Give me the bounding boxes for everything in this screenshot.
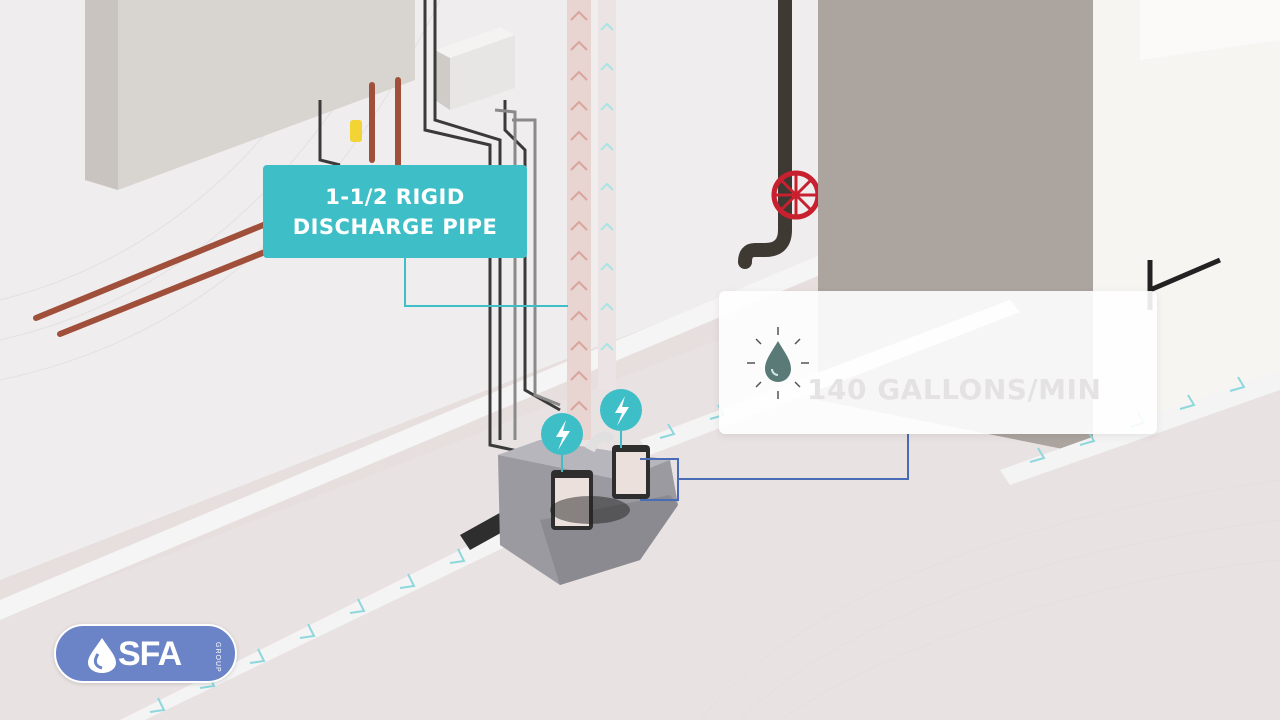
gas-pipe [738, 0, 792, 269]
discharge-pipe-callout: 1-1/2 RIGID DISCHARGE PIPE [263, 165, 527, 258]
grey-cables [494, 108, 561, 440]
sfa-group-logo: SFA GROUP [54, 624, 237, 683]
callout-line-1: 1-1/2 RIGID [325, 184, 465, 209]
yellow-fitting [350, 120, 362, 142]
vertical-vent-pipes [567, 0, 616, 440]
water-drop-icon [747, 327, 809, 399]
valve-wheel [771, 170, 821, 220]
logo-subtext: GROUP [214, 642, 221, 673]
sfa-drop-mark-icon [88, 638, 116, 673]
callout-line-2: DISCHARGE PIPE [292, 214, 498, 239]
callout-leader-blue [640, 434, 909, 501]
flow-rate-text: 140 GALLONS/MIN [807, 373, 1102, 406]
boiler-unit [85, 0, 415, 190]
logo-text: SFA [118, 635, 182, 673]
pump-unit [498, 431, 678, 585]
callout-leader-teal [404, 258, 568, 307]
power-badge-right [600, 389, 642, 448]
power-badge-left [541, 413, 583, 472]
copper-pipes [33, 77, 401, 337]
flow-rate-card: 140 GALLONS/MIN [719, 291, 1157, 434]
control-box [435, 27, 515, 110]
